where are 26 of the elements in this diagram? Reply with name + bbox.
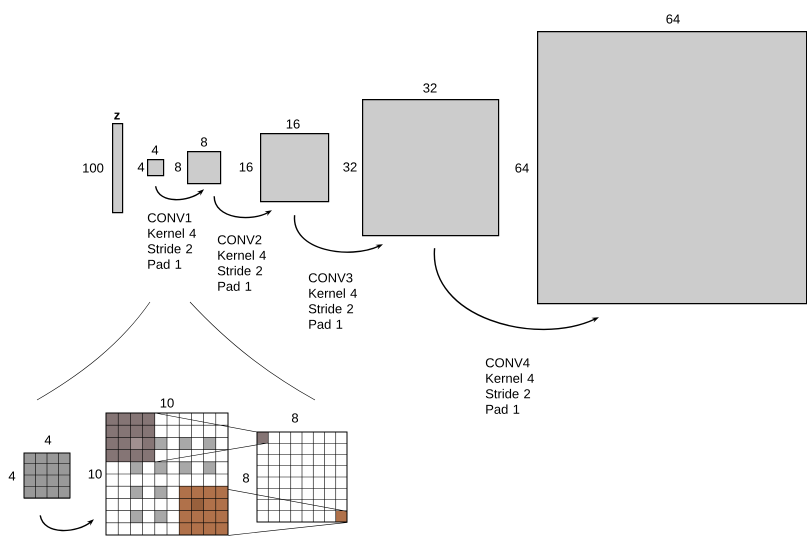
projection-line — [228, 522, 348, 536]
size-label: z — [114, 112, 120, 120]
size-label: 32 — [423, 83, 437, 93]
projection-line — [154, 412, 258, 432]
edge-label: CONV3 Kernel 4 Stride 2 Pad 1 — [308, 273, 357, 329]
projection-line — [228, 489, 348, 512]
size-label: 10 — [160, 398, 174, 408]
size-label: 32 — [343, 162, 357, 172]
size-label: 8 — [200, 137, 208, 147]
edge-label: CONV4 Kernel 4 Stride 2 Pad 1 — [486, 358, 534, 414]
size-label: 4 — [152, 146, 158, 154]
projection-line — [154, 442, 268, 462]
size-label: 64 — [666, 14, 680, 24]
size-label: 10 — [88, 469, 102, 479]
size-label: 8 — [242, 473, 250, 483]
size-label: 4 — [138, 162, 144, 172]
size-label: 100 — [83, 163, 104, 173]
size-label: 16 — [286, 119, 300, 129]
size-label: 4 — [8, 472, 16, 480]
size-label: 4 — [44, 436, 52, 444]
size-label: 64 — [515, 163, 529, 173]
size-label: 16 — [240, 162, 253, 172]
size-label: 8 — [174, 162, 182, 172]
size-label: 8 — [292, 413, 298, 423]
edge-label: CONV2 Kernel 4 Stride 2 Pad 1 — [218, 235, 266, 291]
edge-label: CONV1 Kernel 4 Stride 2 Pad 1 — [148, 213, 196, 269]
